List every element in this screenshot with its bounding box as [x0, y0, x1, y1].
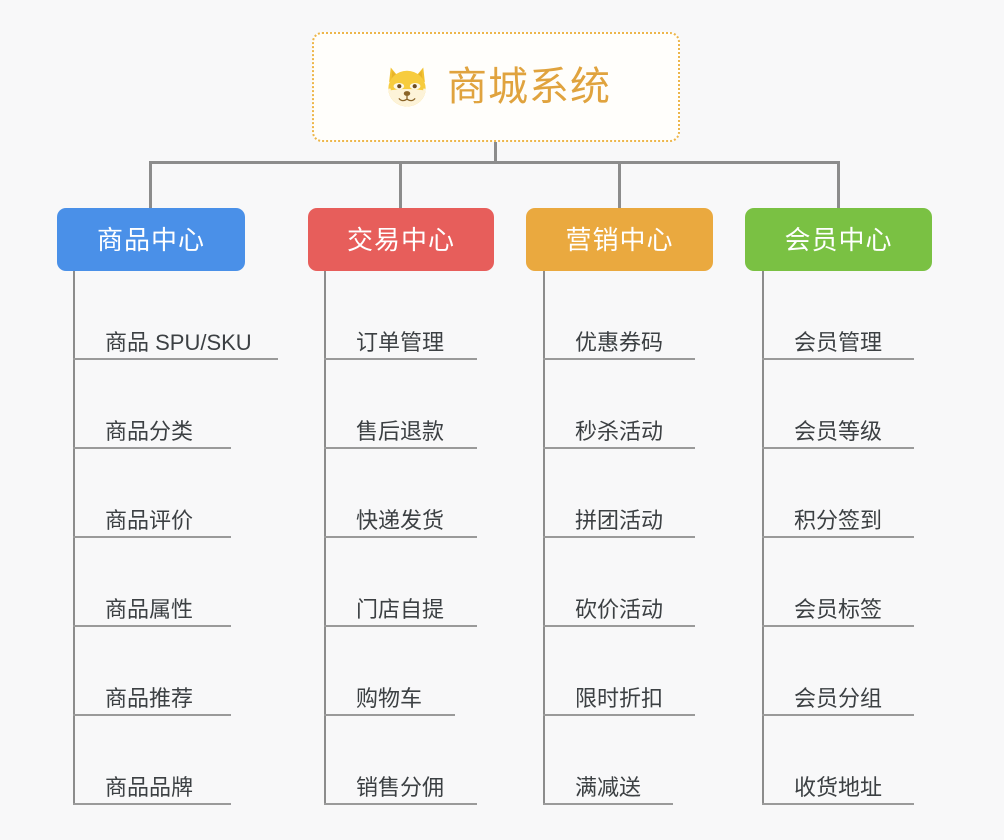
category-header-marketing[interactable]: 营销中心 [526, 208, 713, 271]
leaf-item-label: 优惠券码 [575, 329, 664, 355]
leaf-item-label: 会员管理 [794, 329, 883, 355]
leaf-item[interactable]: 购物车 [324, 627, 455, 716]
leaf-column-trade: 订单管理 售后退款 快递发货 门店自提 购物车 销售分佣 [324, 271, 477, 805]
leaf-item[interactable]: 商品属性 [73, 538, 252, 627]
category-header-member[interactable]: 会员中心 [745, 208, 932, 271]
leaf-item[interactable]: 商品评价 [73, 449, 252, 538]
leaf-item[interactable]: 订单管理 [324, 271, 477, 360]
column-spine [324, 271, 326, 805]
leaf-item-label: 购物车 [356, 685, 423, 711]
leaf-item-label: 商品推荐 [105, 685, 194, 711]
category-header-label: 商品中心 [96, 224, 205, 255]
drop-connector-4 [837, 161, 840, 209]
leaf-item-label: 商品分类 [105, 418, 194, 444]
leaf-underline [324, 447, 477, 449]
leaf-item[interactable]: 商品推荐 [73, 627, 252, 716]
leaf-item-label: 秒杀活动 [575, 418, 664, 444]
leaf-item[interactable]: 满减送 [543, 716, 673, 805]
leaf-underline [543, 803, 673, 805]
leaf-item-label: 门店自提 [356, 596, 445, 622]
column-spine [762, 271, 764, 805]
leaf-underline [324, 358, 477, 360]
leaf-item[interactable]: 秒杀活动 [543, 360, 695, 449]
leaf-item-label: 拼团活动 [575, 507, 664, 533]
leaf-item-label: 订单管理 [356, 329, 445, 355]
leaf-item[interactable]: 商品品牌 [73, 716, 252, 805]
leaf-item-label: 收货地址 [794, 774, 883, 800]
leaf-column-commodity: 商品 SPU/SKU 商品分类 商品评价 商品属性 商品推荐 商品品牌 [73, 271, 278, 805]
shiba-dog-icon [388, 67, 426, 107]
leaf-column-marketing: 优惠券码 秒杀活动 拼团活动 砍价活动 限时折扣 满减送 [543, 271, 695, 805]
leaf-underline [73, 803, 231, 805]
leaf-item-label: 销售分佣 [356, 774, 445, 800]
leaf-underline [762, 536, 914, 538]
leaf-item[interactable]: 收货地址 [762, 716, 914, 805]
leaf-underline [324, 714, 455, 716]
leaf-item[interactable]: 会员标签 [762, 538, 914, 627]
leaf-item[interactable]: 门店自提 [324, 538, 477, 627]
leaf-item-label: 商品品牌 [105, 774, 194, 800]
column-spine [543, 271, 545, 805]
leaf-item[interactable]: 售后退款 [324, 360, 477, 449]
leaf-column-member: 会员管理 会员等级 积分签到 会员标签 会员分组 收货地址 [762, 271, 914, 805]
leaf-underline [543, 625, 695, 627]
leaf-underline [762, 447, 914, 449]
leaf-item[interactable]: 拼团活动 [543, 449, 695, 538]
category-header-label: 交易中心 [346, 224, 455, 255]
leaf-item[interactable]: 快递发货 [324, 449, 477, 538]
leaf-item[interactable]: 商品分类 [73, 360, 252, 449]
leaf-underline [543, 358, 695, 360]
leaf-item-label: 快递发货 [356, 507, 445, 533]
leaf-item[interactable]: 会员等级 [762, 360, 914, 449]
leaf-item[interactable]: 销售分佣 [324, 716, 477, 805]
leaf-item-label: 商品属性 [105, 596, 194, 622]
leaf-item-label: 会员等级 [794, 418, 883, 444]
horizontal-bus-connector [150, 161, 840, 164]
category-header-trade[interactable]: 交易中心 [308, 208, 494, 271]
leaf-underline [543, 714, 695, 716]
root-stem-connector [494, 142, 497, 164]
leaf-item[interactable]: 砍价活动 [543, 538, 695, 627]
leaf-underline [73, 625, 231, 627]
category-header-label: 营销中心 [565, 224, 674, 255]
leaf-underline [324, 536, 477, 538]
leaf-item[interactable]: 优惠券码 [543, 271, 695, 360]
leaf-item-label: 会员分组 [794, 685, 883, 711]
drop-connector-2 [399, 161, 402, 209]
leaf-underline [762, 714, 914, 716]
leaf-underline [762, 803, 914, 805]
leaf-item-label: 售后退款 [356, 418, 445, 444]
root-node[interactable]: 商城系统 [312, 32, 680, 142]
leaf-item-label: 商品评价 [105, 507, 194, 533]
drop-connector-1 [149, 161, 152, 209]
leaf-underline [762, 625, 914, 627]
category-header-commodity[interactable]: 商品中心 [57, 208, 245, 271]
leaf-item[interactable]: 商品 SPU/SKU [73, 271, 278, 360]
leaf-underline [73, 714, 231, 716]
leaf-item-label: 会员标签 [794, 596, 883, 622]
leaf-underline [324, 803, 477, 805]
leaf-item-label: 满减送 [575, 774, 642, 800]
leaf-item[interactable]: 会员管理 [762, 271, 914, 360]
leaf-underline [543, 536, 695, 538]
category-header-label: 会员中心 [784, 224, 893, 255]
leaf-underline [762, 358, 914, 360]
leaf-item-label: 积分签到 [794, 507, 883, 533]
leaf-underline [324, 625, 477, 627]
leaf-underline [73, 447, 231, 449]
leaf-underline [73, 536, 231, 538]
leaf-item[interactable]: 会员分组 [762, 627, 914, 716]
drop-connector-3 [618, 161, 621, 209]
leaf-item[interactable]: 限时折扣 [543, 627, 695, 716]
column-spine [73, 271, 75, 805]
root-title: 商城系统 [447, 65, 611, 109]
leaf-underline [73, 358, 278, 360]
leaf-item[interactable]: 积分签到 [762, 449, 914, 538]
leaf-item-label: 商品 SPU/SKU [105, 329, 252, 355]
leaf-item-label: 限时折扣 [575, 685, 664, 711]
leaf-underline [543, 447, 695, 449]
leaf-item-label: 砍价活动 [575, 596, 664, 622]
